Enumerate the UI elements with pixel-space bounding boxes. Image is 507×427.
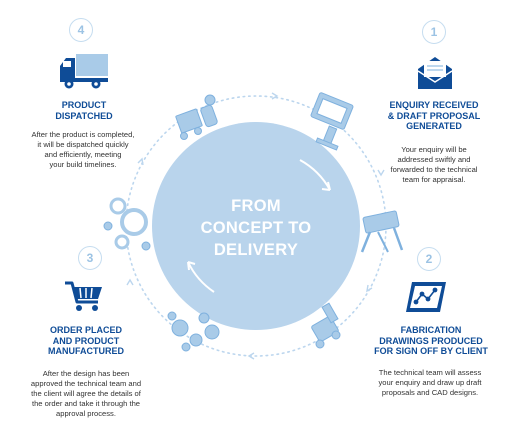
forklift-icon xyxy=(311,302,341,349)
step-3-title: ORDER PLACED AND PRODUCT MANUFACTURED xyxy=(48,325,124,356)
trolley-worker-icon xyxy=(175,94,218,140)
center-line-1: FROM xyxy=(231,197,281,215)
drawing-icon xyxy=(406,282,446,312)
step-number-2: 2 xyxy=(417,247,441,271)
drafting-table-icon xyxy=(360,210,404,253)
step-4-title: PRODUCT DISPATCHED xyxy=(55,100,113,121)
step-4-description: After the product is completed, it will … xyxy=(31,130,135,169)
center-line-2: CONCEPT TO xyxy=(200,219,312,237)
center-line-3: DELIVERY xyxy=(213,241,299,259)
step-2-title: FABRICATION DRAWINGS PRODUCED FOR SIGN O… xyxy=(374,325,488,356)
envelope-icon xyxy=(417,57,453,89)
step-1-description: Your enquiry will be addressed swiftly a… xyxy=(390,145,478,184)
gears-icon xyxy=(103,197,151,251)
ring-arrows xyxy=(126,92,385,360)
molecules-icon xyxy=(167,311,220,352)
step-2-description: The technical team will assess your enqu… xyxy=(378,368,482,397)
shopping-cart-icon xyxy=(65,281,102,311)
step-number-3: 3 xyxy=(78,246,102,270)
step-number-4: 4 xyxy=(69,18,93,42)
computer-icon xyxy=(310,92,354,151)
center-label: FROM CONCEPT TO DELIVERY xyxy=(176,196,336,260)
center-circle xyxy=(152,122,360,330)
step-1-title: ENQUIRY RECEIVED & DRAFT PROPOSAL GENERA… xyxy=(387,100,481,131)
truck-icon xyxy=(60,54,108,89)
step-number-1: 1 xyxy=(422,20,446,44)
step-3-description: After the design has been approved the t… xyxy=(30,369,142,418)
